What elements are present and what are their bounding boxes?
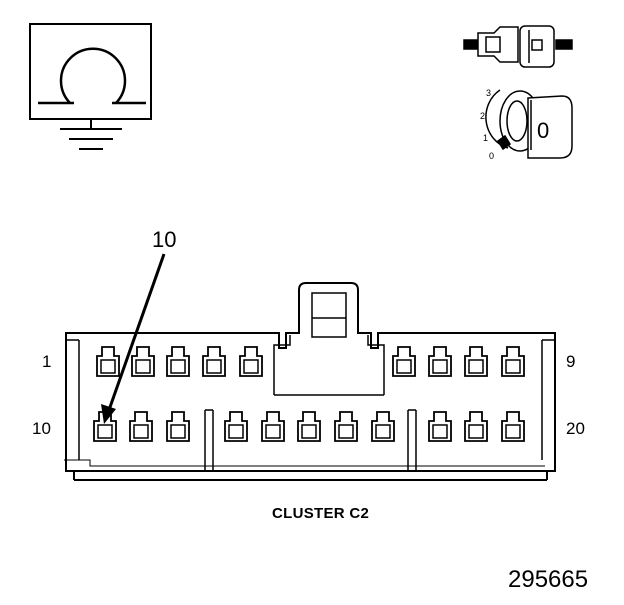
key-position-2: 2 <box>480 111 485 121</box>
connector-body <box>64 282 556 481</box>
pin-label-top-start: 1 <box>42 352 52 371</box>
connector-plug-icon <box>463 25 573 68</box>
pin-label-bottom-start: 10 <box>32 419 51 438</box>
pin-cavity-18 <box>428 411 452 442</box>
pin-cavity-3 <box>166 346 190 377</box>
pin-cavity-7 <box>428 346 452 377</box>
pin-cavity-15 <box>297 411 321 442</box>
pin-cavity-11 <box>129 411 153 442</box>
figure-number: 295665 <box>508 566 589 593</box>
key-position-1: 1 <box>483 133 488 143</box>
ignition-key-icon <box>485 89 573 159</box>
pin-cavity-12 <box>166 411 190 442</box>
pin-cavity-9 <box>501 346 525 377</box>
pin-cavity-4 <box>202 346 226 377</box>
pin-label-bottom-end: 20 <box>566 419 585 438</box>
key-position-3: 3 <box>486 88 491 98</box>
pin-cavity-17 <box>371 411 395 442</box>
pin-cavity-16 <box>334 411 358 442</box>
callout-arrow <box>101 253 166 424</box>
pin-cavity-8 <box>464 346 488 377</box>
pin-label-top-end: 9 <box>566 352 576 371</box>
callout-label: 10 <box>152 227 177 252</box>
pin-cavity-6 <box>392 346 416 377</box>
pin-cavity-20 <box>501 411 525 442</box>
ohm-ground-icon <box>29 23 152 150</box>
pin-cavity-13 <box>224 411 248 442</box>
key-position-0: 0 <box>489 151 494 161</box>
pin-cavity-19 <box>464 411 488 442</box>
connector-caption: CLUSTER C2 <box>272 505 370 522</box>
key-letter: 0 <box>537 118 549 143</box>
pin-cavities <box>93 346 525 442</box>
pin-cavity-14 <box>261 411 285 442</box>
pin-cavity-2 <box>131 346 155 377</box>
pin-cavity-1 <box>96 346 120 377</box>
pin-cavity-5 <box>239 346 263 377</box>
